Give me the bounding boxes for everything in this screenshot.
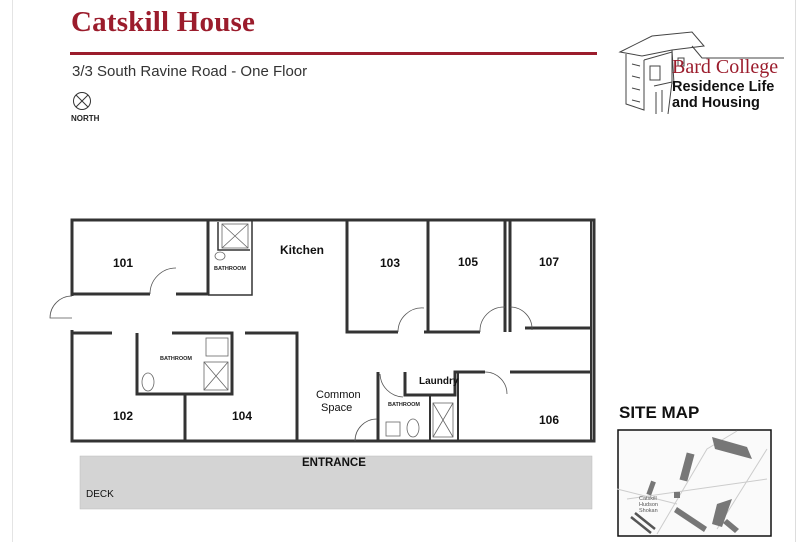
bathroom-label: BATHROOM [388,402,420,408]
site-map-label: Hudson [639,502,658,508]
address-subtitle: 3/3 South Ravine Road - One Floor [72,63,308,80]
title-rule [70,52,597,55]
room-label-103: 103 [380,256,400,270]
page-edge [12,0,13,542]
kitchen-label: Kitchen [280,243,324,257]
logo-line-1: Residence Life [672,79,775,95]
common-space-label: Space [321,402,352,414]
bathroom-wall [208,220,253,296]
entrance-label: ENTRANCE [302,457,366,469]
page-edge [795,0,796,542]
room-label-106: 106 [539,413,559,427]
floor-plan: 101 102 103 104 105 106 107 Kitchen Laun… [49,218,596,510]
bathroom-label: BATHROOM [214,266,246,272]
logo-department: Residence Life and Housing [672,79,800,111]
site-map-label: Shokan [639,508,658,514]
fixtures [141,223,454,438]
room-107-wall [508,220,591,332]
room-label-102: 102 [113,409,133,423]
deck-area [79,455,593,510]
laundry-label: Laundry [419,376,459,387]
walls [70,218,596,443]
site-map-title: SITE MAP [619,403,700,422]
room-label-101: 101 [113,256,133,270]
room-label-107: 107 [539,255,559,269]
logo-line-2: and Housing [672,95,760,111]
room-101-wall [72,220,210,296]
site-map-image: Catskill Hudson Shokan [617,429,772,537]
north-compass-icon [73,92,91,110]
room-label-104: 104 [232,409,252,423]
room-102-104-wall [72,331,299,441]
deck-label: DECK [86,489,114,500]
door-swings [49,267,533,442]
bard-building-logo-icon [618,31,784,114]
room-label-105: 105 [458,255,478,269]
room-105-wall [428,220,507,334]
north-label: NORTH [71,114,100,123]
bathroom-label: BATHROOM [160,356,192,362]
site-map-label: Catskill [639,496,657,502]
outer-wall [70,218,596,443]
room-103-wall [345,220,430,334]
logo-college-name: Bard College [672,56,779,78]
common-space-label: Common [316,389,361,401]
room-106-wall [376,370,591,441]
page-title: Catskill House [71,6,256,38]
